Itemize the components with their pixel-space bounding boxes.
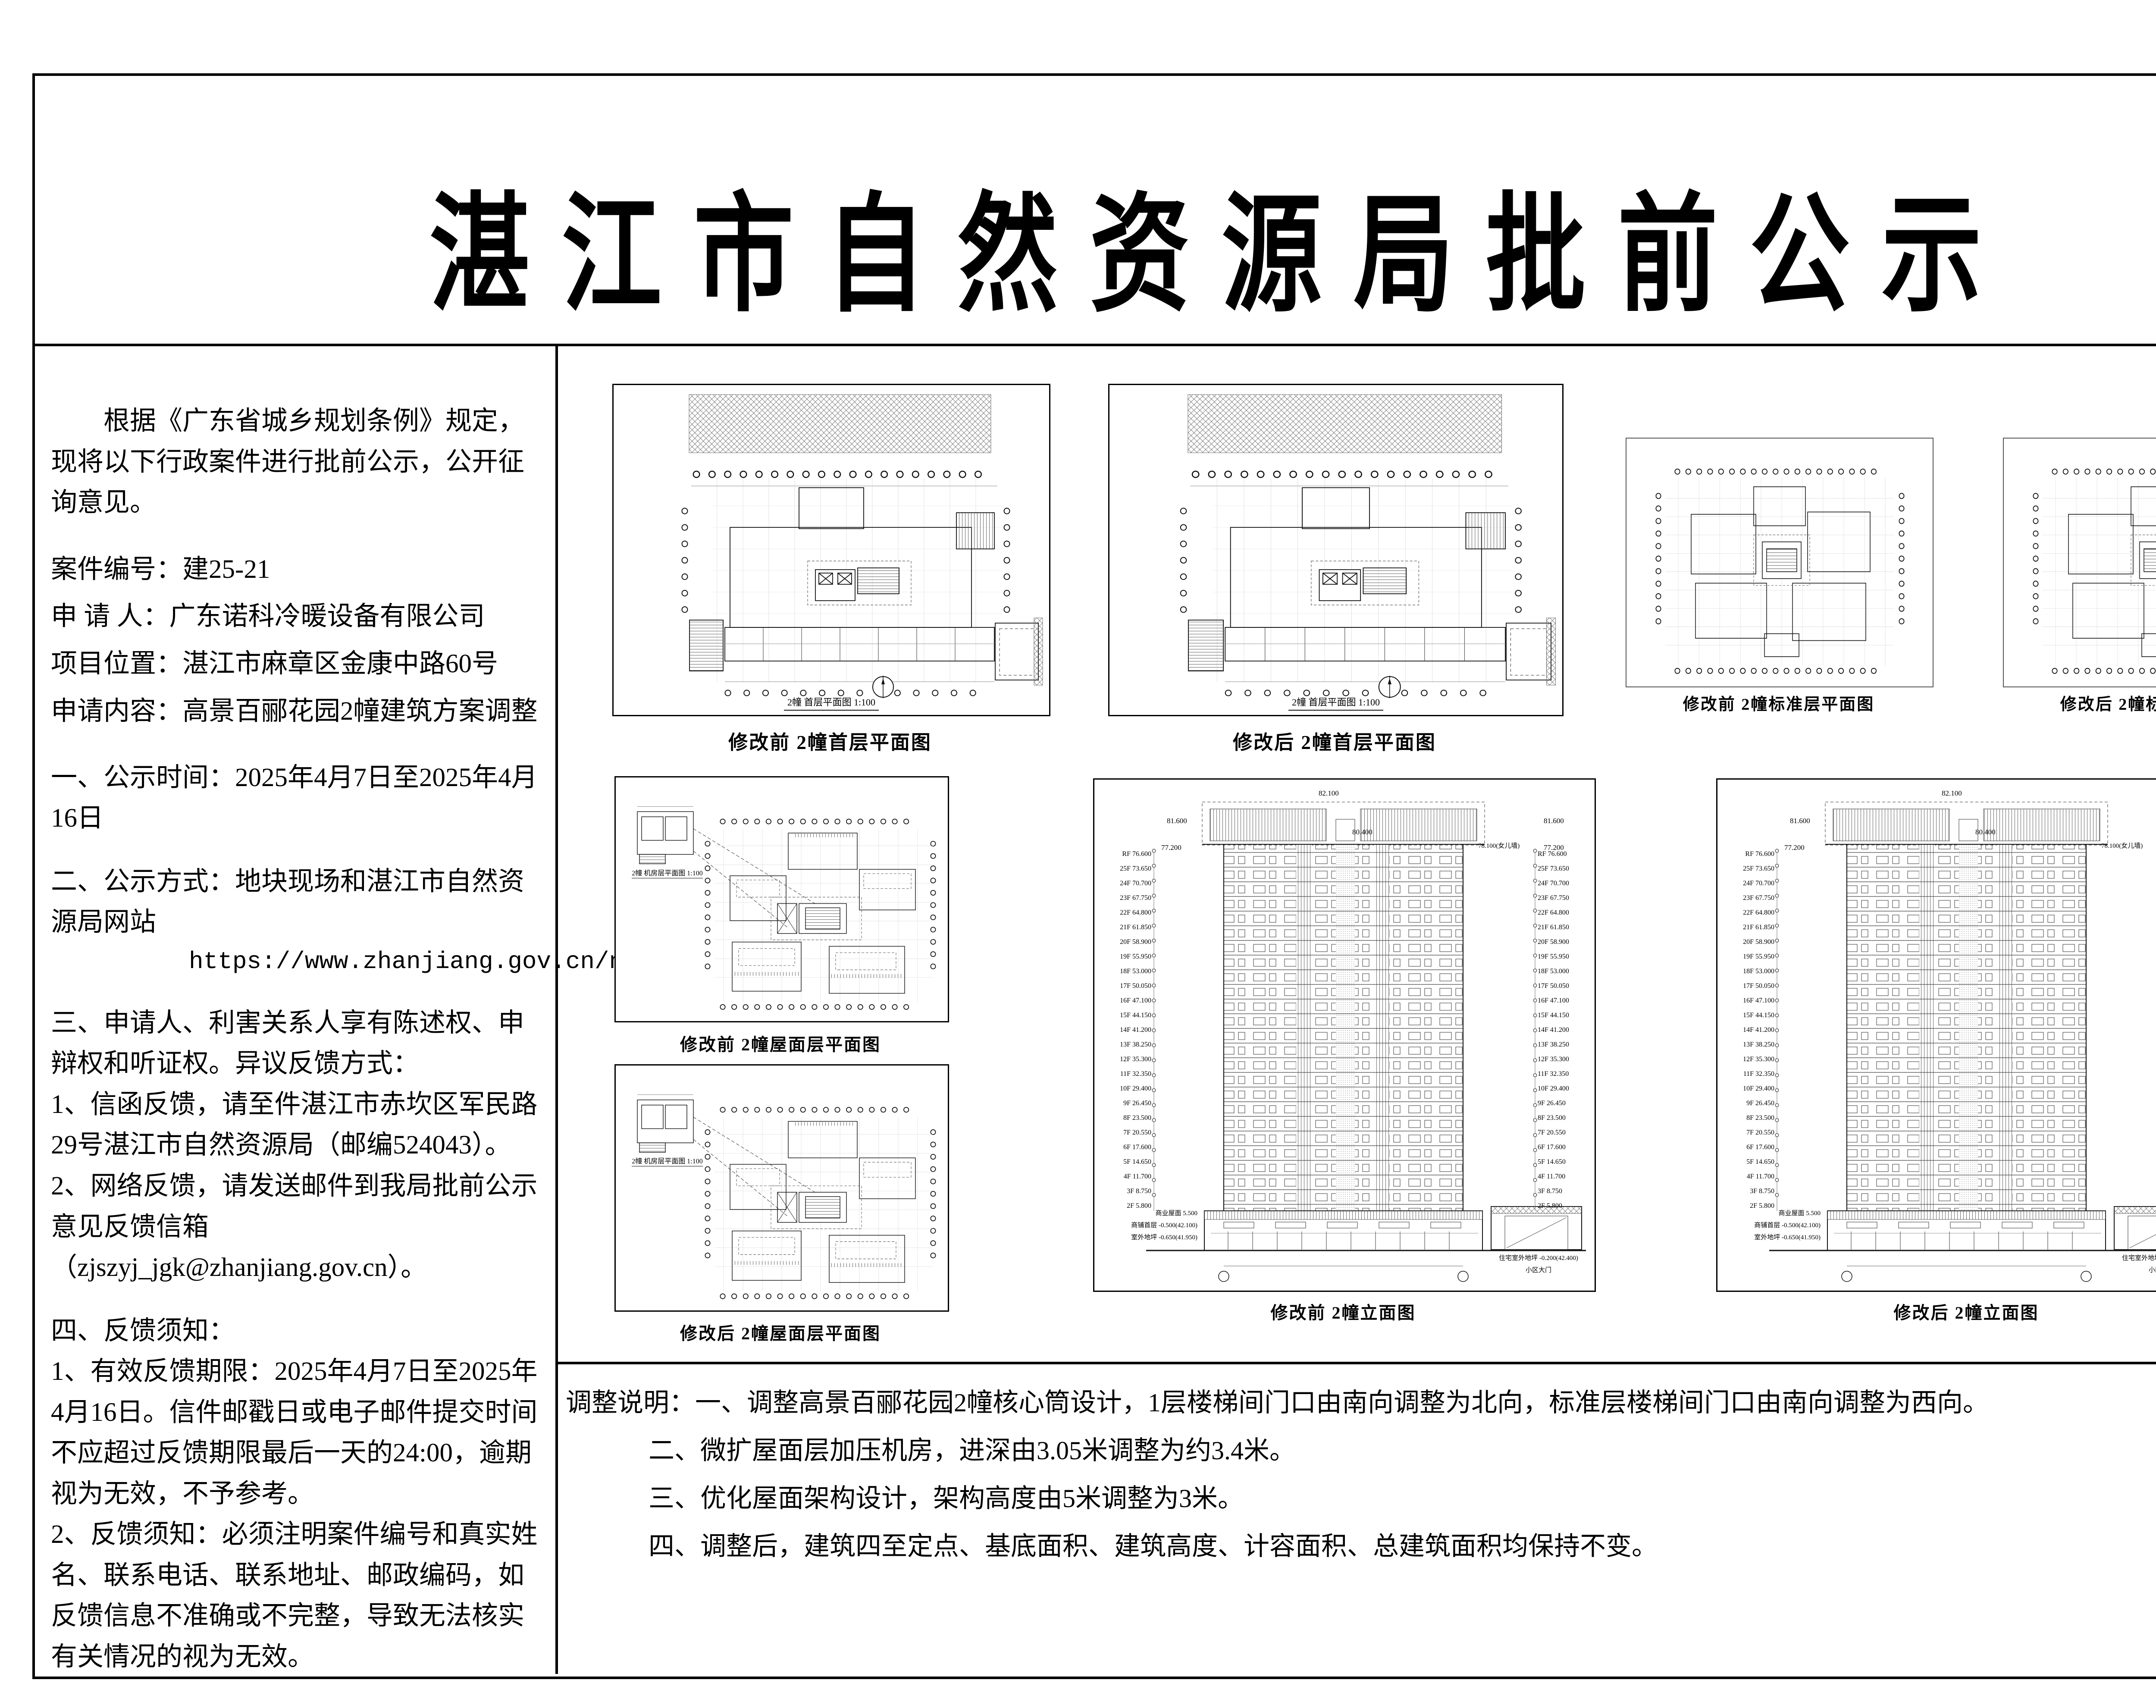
page-title: 湛 江 市 自 然 资 源 局 批 前 公 示 <box>429 185 1985 327</box>
caption-roof-after: 修改后 2幢屋面层平面图 <box>680 1324 881 1343</box>
drawing-floor1-before: 2幢 首层平面图 1:100 <box>612 384 1050 716</box>
adjustment-divider-line <box>555 1362 2156 1364</box>
floor-levels-left: RF 76.600 25F 73.650 24F 70.700 23F 67.7… <box>1743 850 1774 1210</box>
caption-standard-before: 修改前 2幢标准层平面图 <box>1683 696 1875 714</box>
level-label: 77.200 <box>1161 843 1181 852</box>
floor-plan-inner-title: 2幢 首层平面图 1:100 <box>1109 695 1562 711</box>
adjustment-item-1: 一、调整高景百郦花园2幢核心筒设计，1层楼梯间门口由南向调整为北向，标准层楼梯间… <box>695 1388 1989 1417</box>
notice-text-column: 根据《广东省城乡规划条例》规定，现将以下行政案件进行批前公示，公开征询意见。 案… <box>51 401 653 1708</box>
section-rights: 三、申请人、利害关系人享有陈述权、申辩权和听证权。异议反馈方式： <box>51 1008 525 1078</box>
level-label: 78.100(女儿墙) <box>1478 843 1520 849</box>
project-location: 项目位置：湛江市麻章区金康中路60号 <box>51 649 498 679</box>
floor-levels-right: RF 76.600 25F 73.650 24F 70.700 23F 67.7… <box>1538 850 1569 1210</box>
application-content: 申请内容：高景百郦花园2幢建筑方案调整 <box>51 697 538 726</box>
level-label: 82.100 <box>1319 789 1339 797</box>
ground-labels-left: 商业屋面 5.500 商铺首层 -0.500(42.100) 室外地坪 -0.6… <box>1754 1210 1821 1241</box>
ground-labels-left: 商业屋面 5.500 商铺首层 -0.500(42.100) 室外地坪 -0.6… <box>1131 1210 1197 1241</box>
drawing-roof-before: 2幢 机房层平面图 1:100 <box>614 776 949 1022</box>
standard-plan-sketch <box>1626 439 1933 686</box>
floor-levels-left: RF 76.600 25F 73.650 24F 70.700 23F 67.7… <box>1120 850 1151 1210</box>
level-label: 80.400 <box>1975 828 1996 836</box>
title-divider-line <box>32 344 2156 346</box>
adjustment-item-4: 四、调整后，建筑四至定点、基底面积、建筑高度、计容面积、总建筑面积均保持不变。 <box>649 1532 1658 1561</box>
section-method: 二、公示方式：地块现场和湛江市自然资源局网站 <box>51 867 525 937</box>
caption-floor1-after: 修改后 2幢首层平面图 <box>1233 732 1436 753</box>
level-label: 81.600 <box>1790 817 1810 825</box>
feedback-mail: 1、信函反馈，请至件湛江市赤坎区军民路29号湛江市自然资源局（邮编524043）… <box>51 1090 538 1160</box>
applicant: 申 请 人：广东诺科冷暖设备有限公司 <box>51 602 485 631</box>
floor-plan-sketch <box>1109 385 1562 715</box>
caption-roof-before: 修改前 2幢屋面层平面图 <box>680 1035 881 1054</box>
section-time: 一、公示时间：2025年4月7日至2025年4月16日 <box>51 763 538 833</box>
drawing-elevation-before: 81.600 77.200 82.100 80.400 78.100(女儿墙) … <box>1093 778 1596 1292</box>
ground-labels-right: 住宅室外地坪 -0.200(42.400) 小区大门 <box>2122 1255 2156 1274</box>
level-label: 77.200 <box>1784 843 1805 852</box>
drawing-floor1-after: 2幢 首层平面图 1:100 <box>1108 384 1564 716</box>
column-divider-line <box>555 344 558 1674</box>
adjustment-notes: 调整说明：一、调整高景百郦花园2幢核心筒设计，1层楼梯间门口由南向调整为北向，标… <box>566 1379 2156 1570</box>
standard-plan-sketch <box>2004 439 2156 686</box>
notes-requirements: 2、反馈须知：必须注明案件编号和真实姓名、联系电话、联系地址、邮政编码，如反馈信… <box>51 1520 538 1672</box>
ground-labels-right: 住宅室外地坪 -0.200(42.400) 小区大门 <box>1499 1255 1578 1274</box>
feedback-email: 2、网络反馈，请发送邮件到我局批前公示意见反馈信箱（zjszyj_jgk@zha… <box>51 1172 538 1282</box>
drawing-elevation-after: 81.600 77.200 82.100 80.400 78.100(女儿墙) … <box>1716 778 2156 1292</box>
machine-room-label: 2幢 机房层平面图 1:100 <box>621 867 714 878</box>
level-label: 77.200 <box>1544 843 1564 852</box>
level-label: 78.100(女儿墙) <box>2101 843 2143 849</box>
drawing-standard-after <box>2003 438 2156 687</box>
level-label: 81.600 <box>1167 817 1187 825</box>
level-label: 80.400 <box>1352 828 1373 836</box>
section-notes: 四、反馈须知： <box>51 1316 235 1345</box>
page-border <box>32 73 2156 1679</box>
machine-room-label: 2幢 机房层平面图 1:100 <box>621 1155 714 1166</box>
level-label: 82.100 <box>1942 789 1962 797</box>
adjustment-line-1: 调整说明：一、调整高景百郦花园2幢核心筒设计，1层楼梯间门口由南向调整为北向，标… <box>566 1379 2156 1427</box>
notice-url: https://www.zhanjiang.gov.cn/nr/ <box>189 948 653 976</box>
drawing-roof-after: 2幢 机房层平面图 1:100 <box>614 1064 949 1312</box>
roof-plan-sketch <box>616 777 948 1021</box>
notice-intro: 根据《广东省城乡规划条例》规定，现将以下行政案件进行批前公示，公开征询意见。 <box>51 407 525 517</box>
caption-elevation-before: 修改前 2幢立面图 <box>1270 1303 1416 1323</box>
floor-plan-inner-title: 2幢 首层平面图 1:100 <box>614 695 1049 711</box>
case-fields: 案件编号：建25-21 申 请 人：广东诺科冷暖设备有限公司 项目位置：湛江市麻… <box>51 546 550 735</box>
drawing-standard-before <box>1626 438 1934 687</box>
caption-elevation-after: 修改后 2幢立面图 <box>1893 1303 2039 1323</box>
adjustment-item-2: 二、微扩屋面层加压机房，进深由3.05米调整为约3.4米。 <box>649 1436 1295 1465</box>
caption-standard-after: 修改后 2幢标准层平面图 <box>2060 696 2156 714</box>
roof-plan-sketch <box>616 1066 948 1310</box>
case-number: 案件编号：建25-21 <box>51 555 270 584</box>
adjustment-intro: 调整说明： <box>566 1388 695 1417</box>
adjustment-item-3: 三、优化屋面架构设计，架构高度由5米调整为3米。 <box>649 1484 1244 1513</box>
caption-floor1-before: 修改前 2幢首层平面图 <box>728 732 932 753</box>
level-label: 81.600 <box>1544 817 1564 825</box>
floor-plan-sketch <box>614 385 1049 715</box>
notes-deadline: 1、有效反馈期限：2025年4月7日至2025年4月16日。信件邮戳日或电子邮件… <box>51 1357 538 1508</box>
